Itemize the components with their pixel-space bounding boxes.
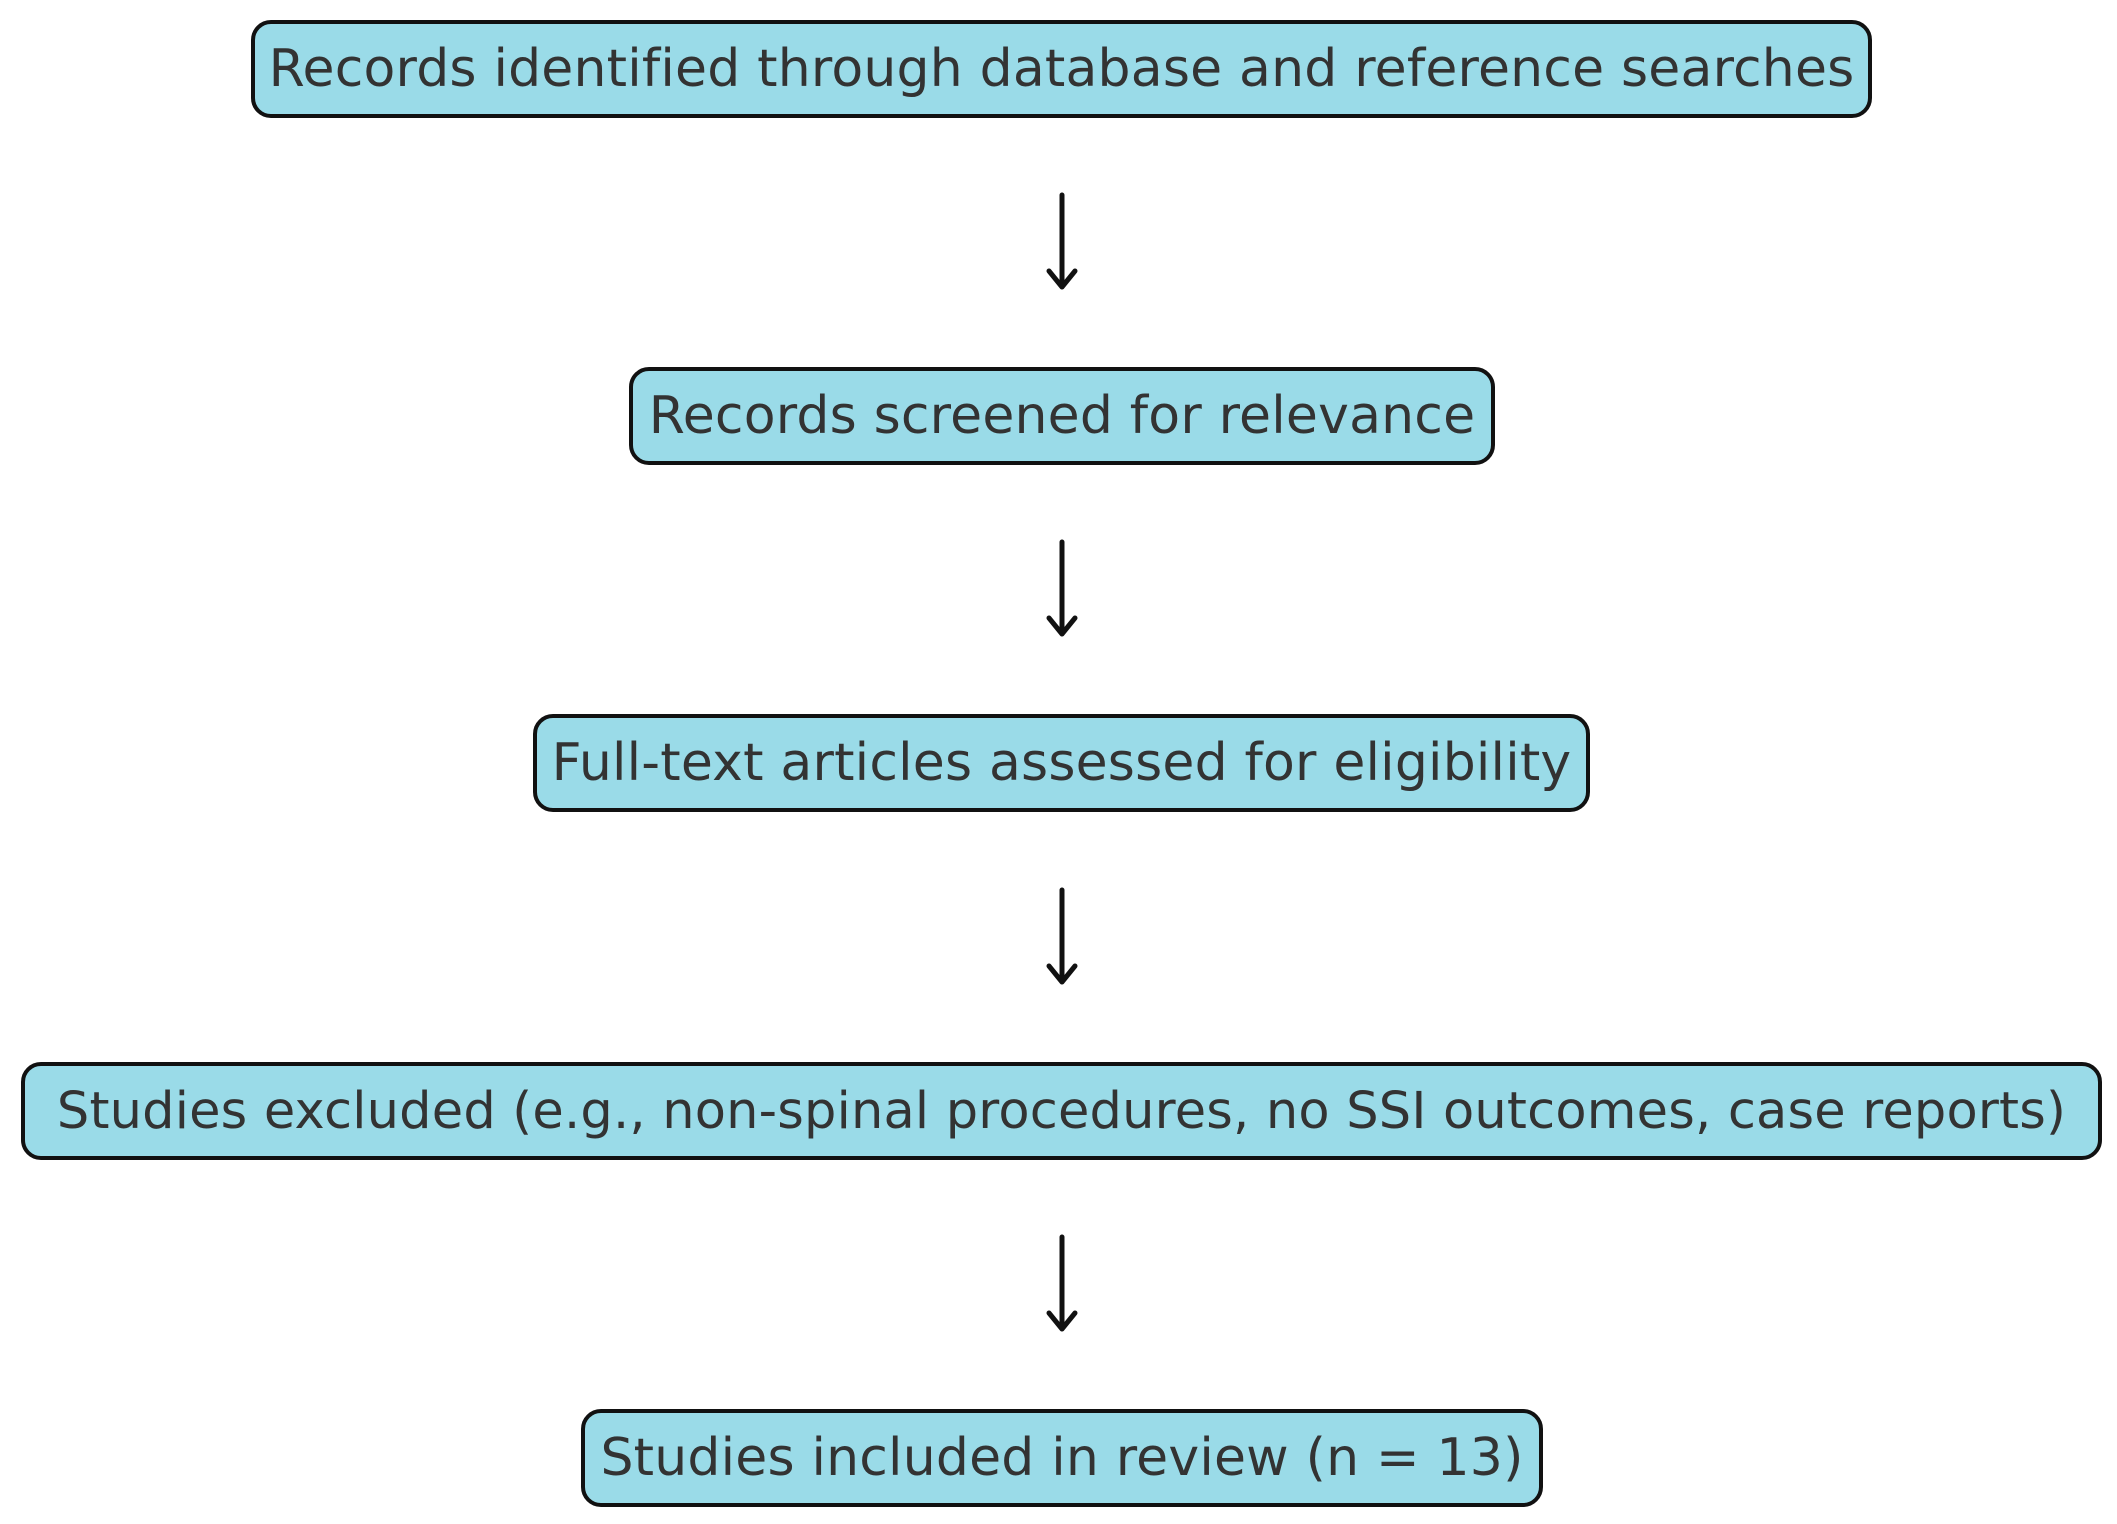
records-identified-label: Records identified through database and … xyxy=(268,39,1855,99)
down-arrow-icon xyxy=(1046,1234,1078,1332)
records-screened-box: Records screened for relevance xyxy=(629,367,1495,465)
full-text-assessed-label: Full-text articles assessed for eligibil… xyxy=(551,733,1572,793)
down-arrow-icon xyxy=(1046,539,1078,637)
studies-included-label: Studies included in review (n = 13) xyxy=(600,1428,1524,1488)
studies-included-box: Studies included in review (n = 13) xyxy=(581,1409,1543,1507)
studies-excluded-label: Studies excluded (e.g., non-spinal proce… xyxy=(56,1081,2067,1141)
down-arrow-icon xyxy=(1046,192,1078,290)
studies-excluded-box: Studies excluded (e.g., non-spinal proce… xyxy=(21,1062,2102,1160)
down-arrow-icon xyxy=(1046,887,1078,985)
records-identified-box: Records identified through database and … xyxy=(251,20,1872,118)
records-screened-label: Records screened for relevance xyxy=(648,386,1476,446)
full-text-assessed-box: Full-text articles assessed for eligibil… xyxy=(533,714,1590,812)
